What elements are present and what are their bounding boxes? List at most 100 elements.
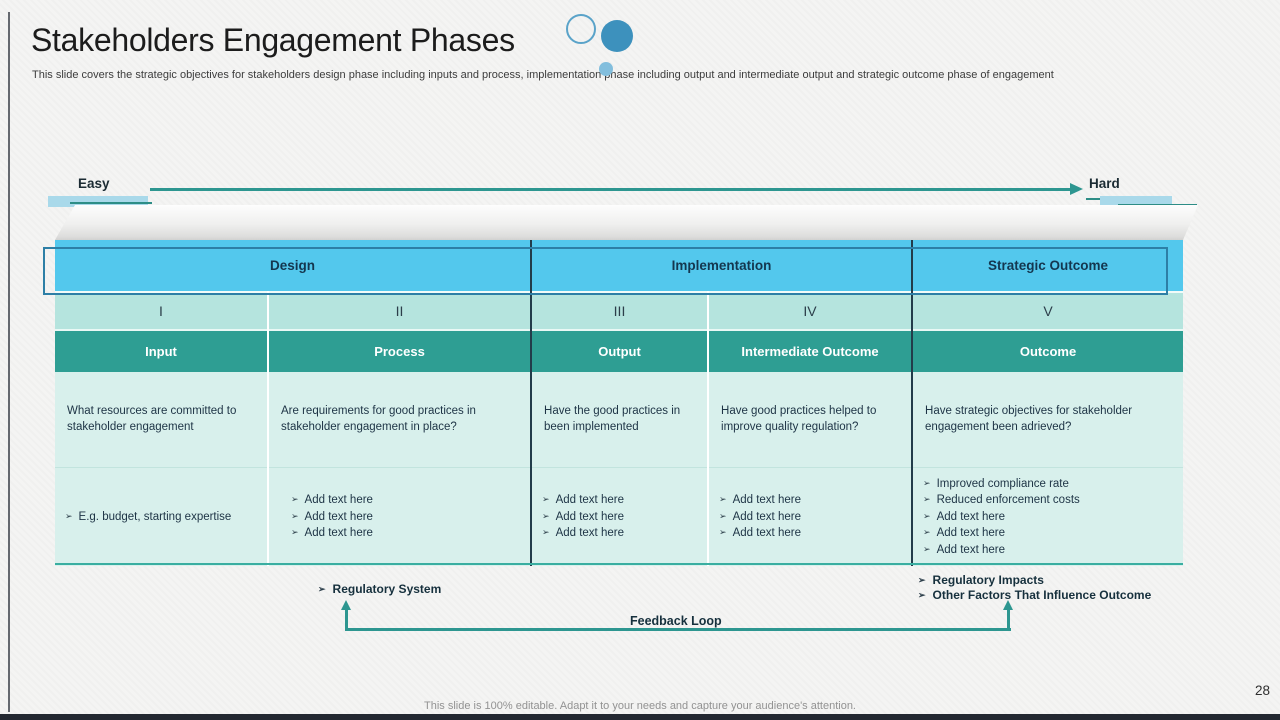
arrow-bullet-icon: ➢ bbox=[719, 494, 727, 504]
arrow-bullet-icon: ➢ bbox=[291, 510, 299, 521]
phase-row: Design Implementation Strategic Outcome bbox=[55, 240, 1184, 292]
arrow-bullet-icon: ➢ bbox=[542, 494, 550, 504]
bullet-item: ➢ Improved compliance rate bbox=[923, 476, 1173, 493]
bullet-list: ➢ Add text here ➢ Add text here ➢ Add text … bbox=[279, 492, 520, 542]
feedback-loop-left-line bbox=[345, 609, 348, 631]
footer-note: This slide is 100% editable. Adapt it to… bbox=[424, 700, 856, 712]
bullet-text: Add text here bbox=[555, 494, 624, 506]
difficulty-arrow-line bbox=[150, 188, 1072, 191]
phases-table: Design Implementation Strategic Outcome … bbox=[55, 240, 1184, 566]
bullet-text: Add text here bbox=[732, 510, 801, 523]
numeral-cell: III bbox=[531, 291, 710, 330]
bullet-cell: ➢Add text here ➢Add text here ➢Add text … bbox=[531, 466, 710, 566]
bullet-text: Add text here bbox=[555, 510, 624, 523]
bullet-text: Improved compliance rate bbox=[936, 477, 1069, 490]
arrowhead-up-icon bbox=[341, 600, 351, 610]
header-row: Input Process Output Intermediate Outcom… bbox=[55, 329, 1184, 372]
header-cell-output: Output bbox=[531, 329, 710, 372]
numeral-cell: I bbox=[55, 291, 269, 330]
feedback-loop-horizontal-line bbox=[346, 628, 1011, 631]
arrow-bullet-icon: ➢ bbox=[719, 510, 727, 521]
ribbon-3d-top bbox=[48, 205, 1198, 240]
bullet-list: ➢Add text here ➢Add text here ➢Add text … bbox=[719, 492, 901, 542]
note-text: Other Factors That Influence Outcome bbox=[932, 588, 1152, 602]
bullet-text: Add text here bbox=[936, 527, 1005, 539]
bullet-text: Reduced enforcement costs bbox=[936, 494, 1080, 506]
note-text: Regulatory Impacts bbox=[932, 573, 1044, 587]
note-text: Regulatory System bbox=[332, 582, 442, 596]
bullet-cell: ➢Add text here ➢Add text here ➢Add text … bbox=[708, 466, 914, 566]
bullet-item: ➢Add text here bbox=[542, 509, 697, 526]
arrowhead-up-icon bbox=[1003, 600, 1013, 610]
arrow-bullet-icon: ➢ bbox=[923, 494, 931, 504]
decorative-dot-icon bbox=[599, 62, 613, 76]
slide-left-edge-artifact bbox=[8, 12, 10, 712]
bullet-text: Add text here bbox=[304, 527, 373, 539]
arrow-bullet-icon: ➢ bbox=[918, 575, 926, 585]
arrow-bullet-icon: ➢ bbox=[923, 510, 931, 521]
bullet-text: Add text here bbox=[732, 494, 801, 506]
arrow-bullet-icon: ➢ bbox=[918, 590, 926, 600]
bullet-item: ➢Add text here bbox=[719, 525, 901, 542]
question-row: What resources are committed to stakehol… bbox=[55, 372, 1184, 467]
feedback-loop-label: Feedback Loop bbox=[630, 614, 722, 628]
slide-subtitle: This slide covers the strategic objectiv… bbox=[32, 69, 1054, 81]
arrow-bullet-icon: ➢ bbox=[291, 527, 299, 537]
question-cell: What resources are committed to stakehol… bbox=[55, 372, 269, 467]
phases-table-wrap: Design Implementation Strategic Outcome … bbox=[55, 240, 1184, 566]
arrow-bullet-icon: ➢ bbox=[318, 584, 326, 594]
outcome-notes: ➢ Regulatory Impacts ➢ Other Factors Tha… bbox=[918, 573, 1151, 602]
header-cell-process: Process bbox=[268, 329, 533, 372]
arrow-bullet-icon: ➢ bbox=[719, 527, 727, 537]
bullet-list: ➢E.g. budget, starting expertise bbox=[65, 509, 257, 526]
numeral-cell: V bbox=[912, 291, 1184, 330]
bullet-text: Add text here bbox=[555, 527, 624, 539]
bullet-cell: ➢E.g. budget, starting expertise bbox=[55, 466, 269, 566]
numeral-cell: IV bbox=[708, 291, 914, 330]
phase-cell-implementation: Implementation bbox=[531, 240, 914, 292]
bullet-text: Add text here bbox=[304, 510, 373, 523]
numeral-cell: II bbox=[268, 291, 533, 330]
arrow-bullet-icon: ➢ bbox=[542, 527, 550, 537]
bullet-item: ➢ Add text here bbox=[291, 492, 520, 509]
bullet-item: ➢ Reduced enforcement costs bbox=[923, 492, 1173, 509]
hard-highlight-bar bbox=[1100, 196, 1172, 207]
bullet-item: ➢E.g. budget, starting expertise bbox=[65, 509, 257, 526]
regulatory-system-note: ➢ Regulatory System bbox=[318, 582, 441, 596]
page-number: 28 bbox=[1254, 683, 1270, 698]
bullet-item: ➢ Add text here bbox=[542, 492, 697, 509]
easy-highlight-bar bbox=[48, 196, 148, 207]
bullet-item: ➢ Add text here bbox=[923, 525, 1173, 542]
bullet-item: ➢ Add text here bbox=[291, 525, 520, 542]
page-title: Stakeholders Engagement Phases bbox=[31, 22, 515, 58]
bullet-cell: ➢ Improved compliance rate ➢ Reduced enfor… bbox=[912, 466, 1184, 566]
question-cell: Have good practices helped to improve qu… bbox=[708, 372, 914, 467]
bullet-text: Add text here bbox=[304, 494, 373, 506]
bullet-text: E.g. budget, starting expertise bbox=[78, 510, 232, 523]
header-cell-intermediate-outcome: Intermediate Outcome bbox=[708, 329, 914, 372]
bullet-item: ➢ Add text here bbox=[719, 509, 901, 526]
other-factors-note: ➢ Other Factors That Influence Outcome bbox=[918, 588, 1151, 602]
easy-label: Easy bbox=[78, 176, 110, 191]
numeral-row: I II III IV V bbox=[55, 291, 1184, 330]
feedback-loop-right-line bbox=[1007, 609, 1010, 631]
table-bottom-rule bbox=[55, 563, 1183, 565]
question-cell: Are requirements for good practices in s… bbox=[268, 372, 533, 467]
arrowhead-right-icon bbox=[1070, 183, 1083, 195]
bullet-row: ➢E.g. budget, starting expertise ➢Add te… bbox=[55, 466, 1184, 566]
hard-label: Hard bbox=[1089, 176, 1120, 191]
decorative-outline-circle-icon bbox=[566, 14, 596, 44]
bullet-item: ➢ Add text here bbox=[719, 492, 901, 509]
arrow-bullet-icon: ➢ bbox=[923, 527, 931, 537]
decorative-filled-circle-icon bbox=[601, 20, 633, 52]
arrow-bullet-icon: ➢ bbox=[291, 494, 299, 504]
bullet-list: ➢ Improved compliance rate ➢ Reduced enfor… bbox=[923, 476, 1173, 559]
bullet-item: ➢ Add text here bbox=[542, 525, 697, 542]
bullet-item: ➢ Add text here bbox=[291, 509, 520, 526]
phase-cell-strategic-outcome: Strategic Outcome bbox=[912, 240, 1184, 292]
arrow-bullet-icon: ➢ bbox=[923, 477, 931, 488]
question-cell: Have the good practices in been implemen… bbox=[531, 372, 710, 467]
bullet-item: ➢Add text here bbox=[923, 509, 1173, 526]
phase-cell-design: Design bbox=[55, 240, 533, 292]
